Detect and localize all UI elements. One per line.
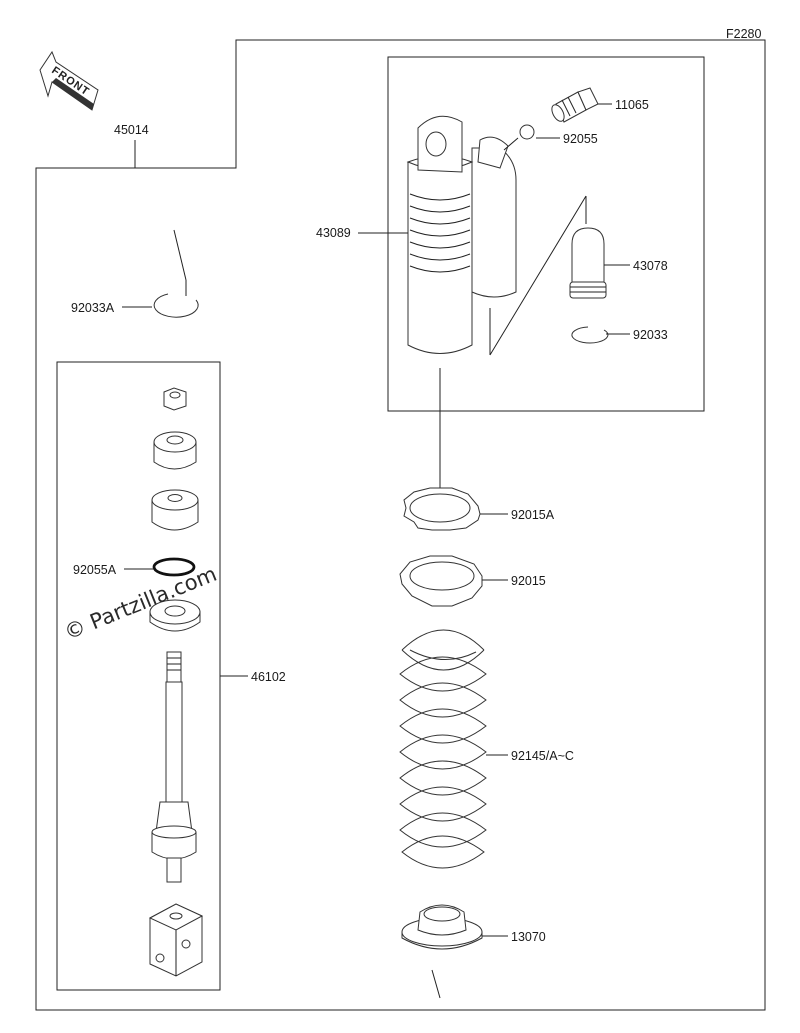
snap-ring-92033 xyxy=(571,326,609,344)
valve-11065 xyxy=(551,87,599,123)
bladder-43078 xyxy=(569,227,607,299)
front-direction-arrow: FRONT xyxy=(39,50,99,111)
rod-end-clevis xyxy=(148,903,204,977)
label-92033: 92033 xyxy=(633,328,668,342)
label-45014: 45014 xyxy=(114,123,149,137)
o-ring-92055a xyxy=(152,557,196,577)
label-92055: 92055 xyxy=(563,132,598,146)
diagram-code: F2280 xyxy=(726,27,761,41)
label-92033a: 92033A xyxy=(71,301,115,315)
assembly-frame-45014 xyxy=(35,39,766,1011)
label-43078: 43078 xyxy=(633,259,668,273)
piston xyxy=(151,489,199,531)
o-ring-92055 xyxy=(519,124,535,140)
seal-head xyxy=(149,599,201,632)
label-13070: 13070 xyxy=(511,930,546,944)
label-46102: 46102 xyxy=(251,670,286,684)
shock-body-43089 xyxy=(406,115,517,354)
spring-92145 xyxy=(399,629,487,869)
label-11065: 11065 xyxy=(615,98,649,112)
label-43089: 43089 xyxy=(316,226,351,240)
snap-ring-92033a xyxy=(153,293,199,318)
piston-rod xyxy=(151,651,197,883)
label-92015: 92015 xyxy=(511,574,546,588)
shock-body-group-frame xyxy=(387,56,705,412)
lock-nut-92015 xyxy=(399,555,483,607)
rod-nut xyxy=(163,387,187,411)
spring-seat-13070 xyxy=(401,904,483,950)
adjuster-nut-92015a xyxy=(403,487,481,531)
rebound-bushing xyxy=(153,431,197,470)
label-92145: 92145/A~C xyxy=(511,749,574,763)
label-92055a: 92055A xyxy=(73,563,117,577)
label-92015a: 92015A xyxy=(511,508,555,522)
